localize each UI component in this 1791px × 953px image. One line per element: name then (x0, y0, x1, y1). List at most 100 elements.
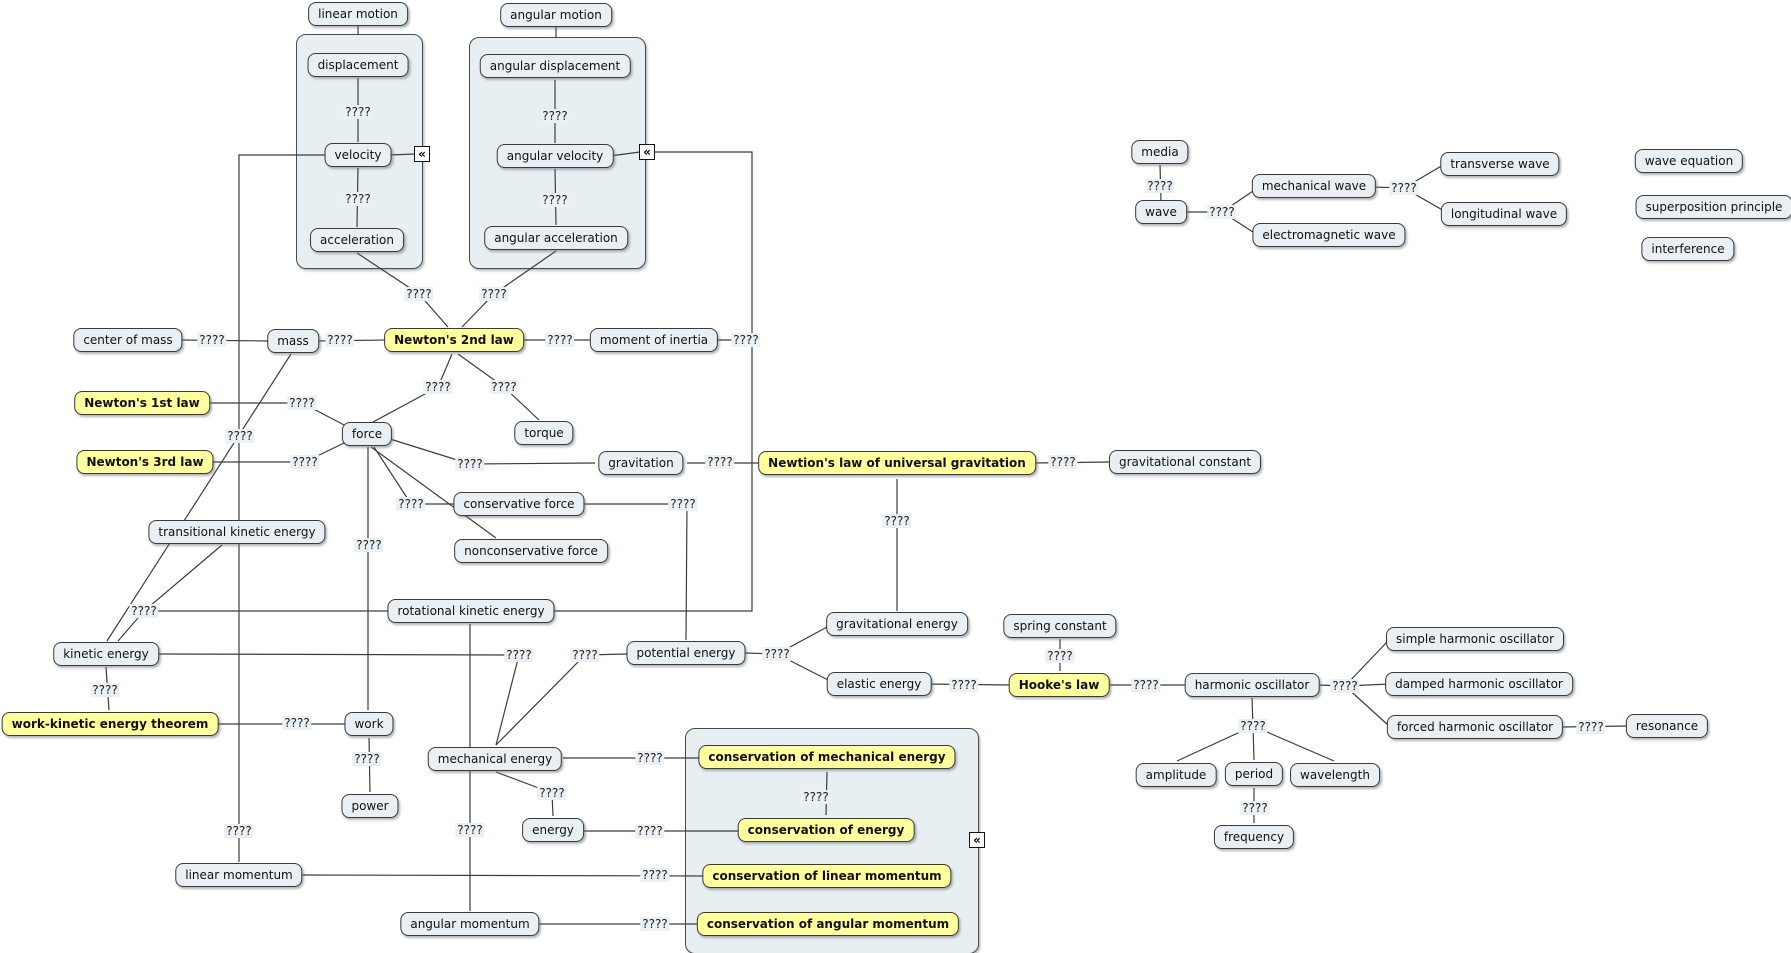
concept-nonconservative-force[interactable]: nonconservative force (454, 539, 608, 563)
concept-transverse-wave[interactable]: transverse wave (1440, 152, 1560, 176)
link-label[interactable]: ???? (1207, 205, 1237, 219)
link-label[interactable]: ???? (762, 647, 792, 661)
link-label[interactable]: ???? (354, 538, 384, 552)
concept-mechanical-energy[interactable]: mechanical energy (427, 747, 563, 771)
link-label[interactable]: ???? (1240, 801, 1270, 815)
concept-angular-momentum[interactable]: angular momentum (400, 912, 540, 936)
concept-newtons-2nd-law[interactable]: Newton's 2nd law (384, 328, 524, 352)
concept-moment-of-inertia[interactable]: moment of inertia (589, 328, 719, 352)
link-label[interactable]: ???? (801, 790, 831, 804)
link-label[interactable]: ???? (287, 396, 317, 410)
concept-harmonic-oscillator[interactable]: harmonic oscillator (1184, 673, 1320, 697)
concept-conservation-of-mechanical-energy[interactable]: conservation of mechanical energy (698, 745, 956, 769)
concept-transitional-kinetic-energy[interactable]: transitional kinetic energy (148, 520, 326, 544)
link-label[interactable]: ???? (635, 751, 665, 765)
collapse-icon[interactable]: « (639, 144, 655, 160)
concept-gravitational-constant[interactable]: gravitational constant (1108, 450, 1262, 474)
link-label[interactable]: ???? (545, 333, 575, 347)
concept-acceleration[interactable]: acceleration (310, 228, 404, 252)
concept-newtons-1st-law[interactable]: Newton's 1st law (74, 391, 210, 415)
concept-force[interactable]: force (341, 422, 393, 446)
concept-angular-acceleration[interactable]: angular acceleration (484, 226, 628, 250)
concept-spring-constant[interactable]: spring constant (1003, 614, 1117, 638)
link-label[interactable]: ???? (705, 455, 735, 469)
link-label[interactable]: ???? (404, 287, 434, 301)
concept-period[interactable]: period (1224, 762, 1284, 786)
link-label[interactable]: ???? (455, 823, 485, 837)
concept-electromagnetic-wave[interactable]: electromagnetic wave (1252, 223, 1406, 247)
link-label[interactable]: ???? (325, 333, 355, 347)
link-label[interactable]: ???? (455, 457, 485, 471)
concept-wave-equation[interactable]: wave equation (1634, 149, 1744, 173)
link-label[interactable]: ???? (640, 868, 670, 882)
concept-newtons-3rd-law[interactable]: Newton's 3rd law (76, 450, 214, 474)
concept-wave[interactable]: wave (1135, 200, 1187, 224)
link-label[interactable]: ???? (290, 455, 320, 469)
concept-conservation-of-angular-momentum[interactable]: conservation of angular momentum (696, 912, 960, 936)
concept-linear-momentum[interactable]: linear momentum (175, 863, 303, 887)
link-label[interactable]: ???? (282, 716, 312, 730)
link-label[interactable]: ???? (882, 514, 912, 528)
concept-simple-harmonic-oscillator[interactable]: simple harmonic oscillator (1385, 627, 1565, 651)
link-label[interactable]: ???? (731, 333, 761, 347)
collapse-icon[interactable]: « (414, 146, 430, 162)
link-label[interactable]: ???? (396, 497, 426, 511)
collapse-icon[interactable]: « (969, 832, 985, 848)
concept-angular-motion[interactable]: angular motion (500, 3, 612, 27)
concept-rotational-kinetic-energy[interactable]: rotational kinetic energy (387, 599, 555, 623)
concept-kinetic-energy[interactable]: kinetic energy (53, 642, 159, 666)
link-label[interactable]: ???? (1389, 181, 1419, 195)
concept-hookes-law[interactable]: Hooke's law (1008, 673, 1110, 697)
concept-amplitude[interactable]: amplitude (1135, 763, 1217, 787)
concept-newtions-law-of-universal-gravitation[interactable]: Newtion's law of universal gravitation (758, 451, 1036, 475)
concept-media[interactable]: media (1131, 140, 1189, 164)
link-label[interactable]: ???? (352, 752, 382, 766)
link-label[interactable]: ???? (1145, 179, 1175, 193)
link-label[interactable]: ???? (1045, 649, 1075, 663)
link-label[interactable]: ???? (90, 683, 120, 697)
concept-frequency[interactable]: frequency (1213, 825, 1295, 849)
concept-torque[interactable]: torque (514, 421, 574, 445)
concept-wavelength[interactable]: wavelength (1290, 763, 1380, 787)
concept-work[interactable]: work (344, 712, 394, 736)
link-label[interactable]: ???? (224, 824, 254, 838)
link-label[interactable]: ???? (640, 917, 670, 931)
concept-mechanical-wave[interactable]: mechanical wave (1251, 174, 1377, 198)
link-label[interactable]: ???? (1238, 719, 1268, 733)
concept-gravitational-energy[interactable]: gravitational energy (826, 612, 968, 636)
link-label[interactable]: ???? (225, 429, 255, 443)
link-label[interactable]: ???? (635, 824, 665, 838)
link-label[interactable]: ???? (504, 648, 534, 662)
concept-work-kinetic-energy-theorem[interactable]: work-kinetic energy theorem (1, 712, 219, 736)
concept-damped-harmonic-oscillator[interactable]: damped harmonic oscillator (1385, 672, 1573, 696)
link-label[interactable]: ???? (1048, 455, 1078, 469)
concept-mass[interactable]: mass (267, 329, 319, 353)
concept-velocity[interactable]: velocity (324, 143, 392, 167)
concept-longitudinal-wave[interactable]: longitudinal wave (1440, 202, 1568, 226)
concept-forced-harmonic-oscillator[interactable]: forced harmonic oscillator (1386, 715, 1564, 739)
link-label[interactable]: ???? (343, 192, 373, 206)
link-label[interactable]: ???? (423, 380, 453, 394)
link-label[interactable]: ???? (1131, 678, 1161, 692)
link-label[interactable]: ???? (479, 287, 509, 301)
concept-angular-displacement[interactable]: angular displacement (479, 54, 631, 78)
link-label[interactable]: ???? (537, 786, 567, 800)
link-label[interactable]: ???? (129, 604, 159, 618)
link-label[interactable]: ???? (949, 678, 979, 692)
concept-gravitation[interactable]: gravitation (598, 451, 684, 475)
link-label[interactable]: ???? (1330, 679, 1360, 693)
concept-power[interactable]: power (341, 794, 399, 818)
concept-energy[interactable]: energy (522, 818, 584, 842)
concept-conservation-of-energy[interactable]: conservation of energy (737, 818, 915, 842)
link-label[interactable]: ???? (343, 105, 373, 119)
concept-superposition-principle[interactable]: superposition principle (1635, 195, 1791, 219)
link-label[interactable]: ???? (570, 648, 600, 662)
link-label[interactable]: ???? (1576, 720, 1606, 734)
link-label[interactable]: ???? (489, 380, 519, 394)
link-label[interactable]: ???? (540, 109, 570, 123)
concept-elastic-energy[interactable]: elastic energy (826, 672, 932, 696)
concept-linear-motion[interactable]: linear motion (308, 2, 408, 26)
link-label[interactable]: ???? (197, 333, 227, 347)
concept-center-of-mass[interactable]: center of mass (73, 328, 183, 352)
concept-resonance[interactable]: resonance (1625, 714, 1709, 738)
